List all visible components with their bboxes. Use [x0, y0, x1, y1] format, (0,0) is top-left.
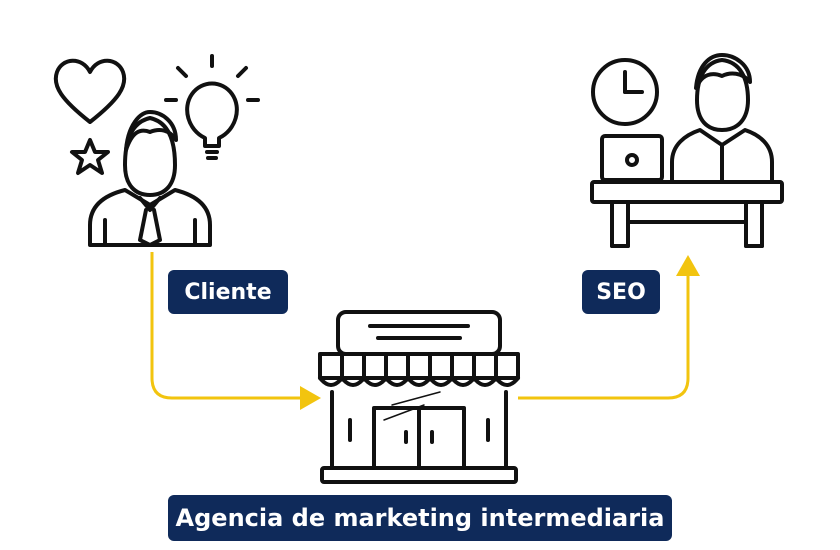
- agencia-label: Agencia de marketing intermediaria: [168, 495, 672, 541]
- cliente-label: Cliente: [168, 270, 288, 314]
- seo-worker-desk-icon: [590, 53, 784, 248]
- star-icon: [70, 138, 110, 175]
- heart-icon: [53, 58, 127, 124]
- connector-cliente-to-agencia: [150, 252, 321, 410]
- clock-icon: [591, 58, 659, 126]
- connector-agencia-to-seo: [518, 255, 700, 400]
- client-person-icon: [53, 54, 260, 247]
- laptop-icon: [600, 134, 664, 182]
- worker-person-icon: [670, 53, 774, 184]
- seo-label: SEO: [582, 270, 660, 314]
- businessman-icon: [88, 110, 212, 247]
- storefront-icon: [318, 310, 520, 484]
- lightbulb-icon: [164, 54, 260, 160]
- desk-icon: [590, 180, 784, 248]
